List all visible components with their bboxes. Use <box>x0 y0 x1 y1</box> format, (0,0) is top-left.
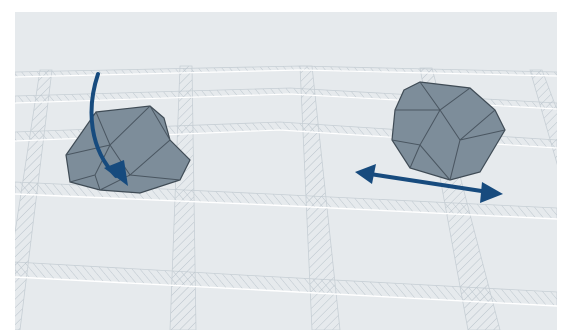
diagram-stage <box>0 0 563 330</box>
geogrid-illustration <box>0 0 563 330</box>
